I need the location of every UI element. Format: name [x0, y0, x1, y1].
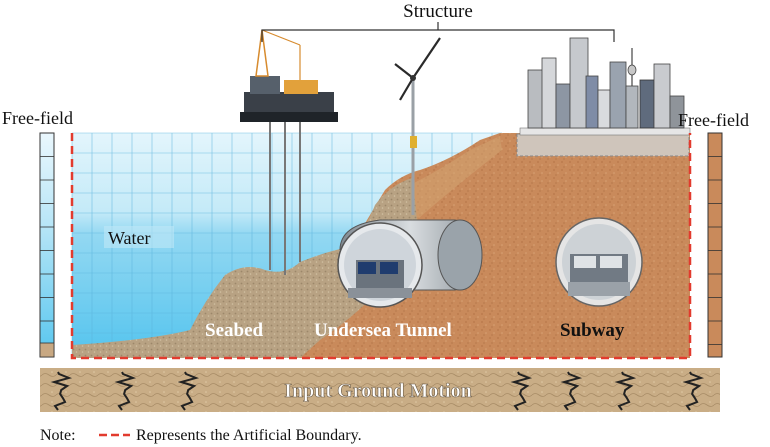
- note-prefix: Note:: [40, 427, 76, 444]
- undersea-tunnel-model: [337, 219, 483, 308]
- seismic-wave-icon: [177, 371, 200, 411]
- building-foundation: [516, 133, 690, 157]
- subway-label: Subway: [560, 320, 625, 341]
- artificial-boundary: [70, 133, 692, 360]
- input-ground-motion-label: Input Ground Motion: [284, 380, 471, 402]
- seismic-wave-icon: [682, 371, 705, 411]
- seismic-wave-icon: [50, 371, 73, 411]
- offshore-platform: [240, 29, 338, 275]
- seismic-wave-icon: [560, 371, 583, 411]
- free-field-left-label: Free-field: [2, 108, 73, 128]
- free-field-left-column: [39, 132, 55, 358]
- free-field-right-column: [707, 132, 723, 358]
- seabed-label: Seabed: [205, 320, 264, 341]
- subway-tunnel-model: [555, 217, 643, 307]
- seismic-wave-icon: [114, 371, 137, 411]
- note-text: Represents the Artificial Boundary.: [136, 427, 362, 444]
- seismic-wave-icons: [50, 371, 705, 411]
- seabed-layer: [72, 178, 417, 358]
- water-label: Water: [108, 228, 151, 248]
- input-ground-motion-band: [40, 368, 720, 412]
- seismic-wave-icon: [614, 371, 637, 411]
- undersea-tunnel-label: Undersea Tunnel: [314, 320, 452, 341]
- structure-label: Structure: [403, 1, 473, 22]
- seismic-wave-icon: [510, 371, 533, 411]
- free-field-right-label: Free-field: [678, 110, 749, 130]
- water-label-bg: [104, 226, 174, 248]
- city-skyline: [527, 37, 685, 129]
- wind-turbine: [394, 37, 441, 215]
